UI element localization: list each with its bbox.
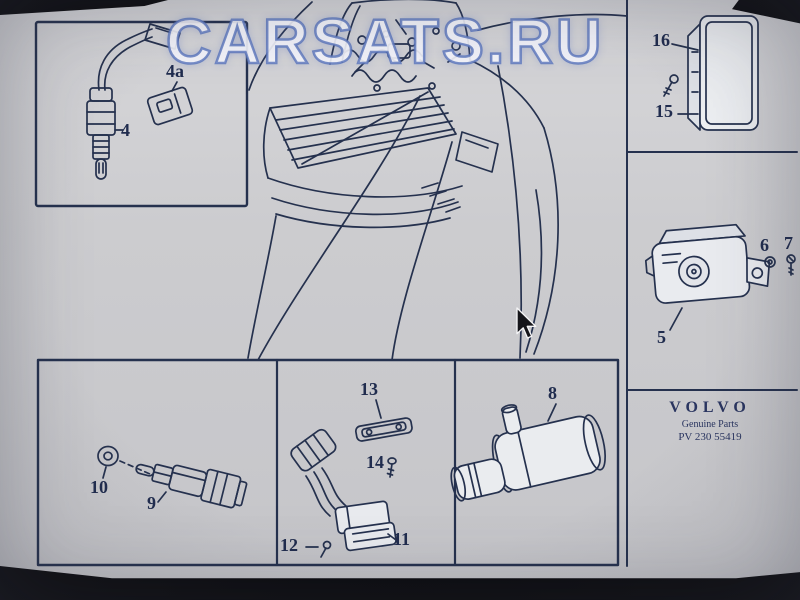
panel-divider-lines (626, 0, 798, 567)
harness-connector-drawing (290, 428, 397, 558)
callout-9: 9 (147, 493, 156, 513)
screw-12-drawing (320, 540, 332, 558)
callout-4: 4 (121, 120, 130, 140)
volvo-logo-text: VOLVO (669, 399, 751, 416)
idle-air-pump-drawing (450, 403, 606, 502)
volvo-branding: VOLVO Genuine Parts PV 230 55419 (650, 399, 770, 443)
callout-6: 6 (760, 235, 769, 255)
callout-7: 7 (784, 233, 793, 253)
callout-8: 8 (548, 383, 557, 403)
module-5-drawing (644, 223, 796, 331)
screw-7-drawing (786, 254, 796, 276)
callout-5: 5 (657, 327, 666, 347)
bracket-13-drawing (354, 399, 413, 478)
genuine-parts-label: Genuine Parts (681, 419, 739, 430)
callout-16: 16 (652, 30, 670, 50)
screw-14-drawing (386, 457, 397, 478)
washer-6-drawing (764, 256, 776, 268)
callout-13: 13 (360, 379, 378, 399)
watermark-text: CARSATS.RU (165, 6, 605, 79)
callout-12: 12 (280, 535, 298, 555)
callout-15: 15 (655, 101, 673, 121)
arrow-cursor-icon (516, 307, 537, 339)
clip-4a-drawing (146, 86, 194, 126)
temp-sensor-drawing (97, 445, 248, 509)
catalog-ref-number: PV 230 55419 (678, 431, 742, 443)
callout-14: 14 (366, 452, 384, 472)
callout-4a: 4a (166, 61, 184, 81)
callout-11: 11 (393, 529, 411, 549)
bottom-panel-frame (36, 358, 620, 567)
callout-10: 10 (90, 477, 108, 497)
lambda-sensor-panel (34, 20, 249, 208)
car-front-drawing (247, 0, 628, 361)
ecu-drawing (663, 15, 759, 131)
